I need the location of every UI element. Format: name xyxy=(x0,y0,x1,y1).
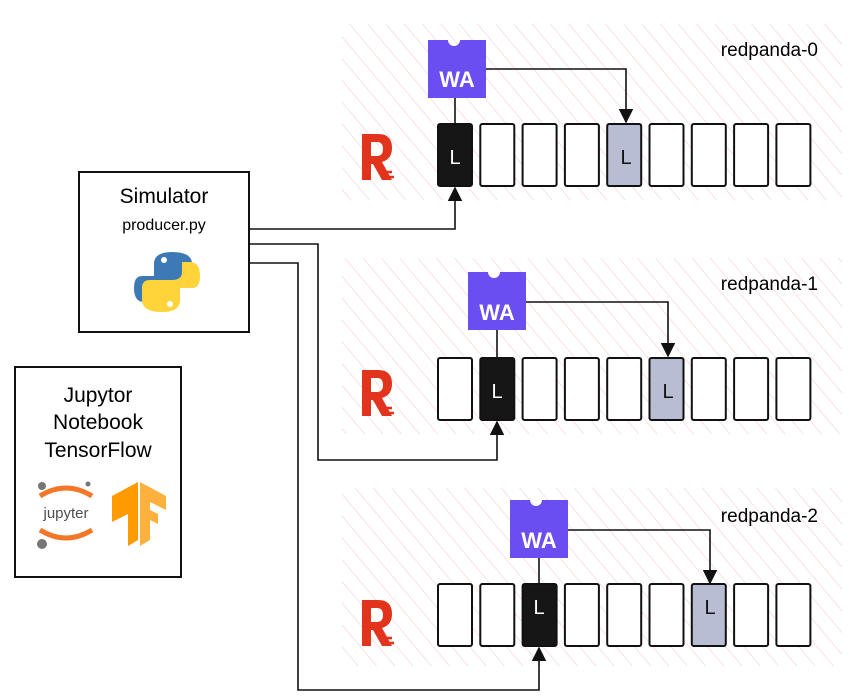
log-segment xyxy=(733,583,770,647)
wa-label: WA xyxy=(521,528,557,553)
node-name: redpanda-1 xyxy=(721,274,818,295)
log-segment xyxy=(479,123,516,187)
log-segment xyxy=(437,583,473,647)
replication-arrow xyxy=(526,301,676,358)
produce-connector-2 xyxy=(249,262,547,691)
log-segment xyxy=(733,357,770,421)
follower-segment xyxy=(606,123,643,187)
jupyter-wordmark: jupyter xyxy=(42,505,88,522)
simulator-title: Simulator xyxy=(120,185,209,208)
produce-connector-0 xyxy=(249,186,463,230)
notebook-line-1: Jupytor xyxy=(64,384,133,407)
node-name: redpanda-0 xyxy=(721,40,818,61)
log-segment xyxy=(775,357,812,421)
simulator-subtitle: producer.py xyxy=(122,217,206,234)
log-segments xyxy=(437,583,812,647)
log-segment xyxy=(648,583,685,647)
log-segments xyxy=(437,357,812,421)
wa-chip: WA xyxy=(468,272,526,330)
log-segment xyxy=(775,123,812,187)
replication-arrow xyxy=(568,529,718,585)
log-segment xyxy=(690,123,727,187)
wa-label: WA xyxy=(439,67,475,92)
notebook-line-3: TensorFlow xyxy=(44,439,152,462)
log-segment xyxy=(521,123,558,187)
simulator-box: Simulator producer.py xyxy=(78,171,250,333)
log-segment xyxy=(563,123,600,187)
follower-label: L xyxy=(662,381,673,403)
notebook-line-2: Notebook xyxy=(53,411,143,434)
redpanda-logo-icon xyxy=(362,600,394,646)
log-segment xyxy=(563,583,600,647)
log-segment xyxy=(606,357,643,421)
notebook-box: Jupytor Notebook TensorFlow jupyter xyxy=(14,366,182,578)
log-segment xyxy=(606,583,643,647)
wa-label: WA xyxy=(479,300,515,325)
log-segment xyxy=(648,123,685,187)
log-segment xyxy=(563,357,600,421)
follower-segment xyxy=(648,357,685,421)
python-logo-icon xyxy=(134,252,200,312)
log-segment xyxy=(521,357,558,421)
follower-label: L xyxy=(704,597,715,619)
redpanda-logo-icon xyxy=(362,134,394,180)
log-segment xyxy=(733,123,770,187)
log-segment xyxy=(437,357,473,421)
leader-label: L xyxy=(449,147,460,169)
log-segment xyxy=(479,583,516,647)
tensorflow-logo-icon xyxy=(112,482,166,546)
replication-arrow xyxy=(486,68,634,124)
follower-label: L xyxy=(620,147,631,169)
node-name: redpanda-2 xyxy=(721,506,818,527)
redpanda-logo-icon xyxy=(362,370,394,416)
wa-chip: WA xyxy=(510,500,568,558)
log-segment xyxy=(775,583,812,647)
produce-connector-1 xyxy=(249,243,505,461)
leader-label: L xyxy=(491,381,502,403)
leader-label: L xyxy=(533,597,544,619)
log-segments xyxy=(437,123,812,187)
jupyter-logo-icon: jupyter xyxy=(37,481,94,549)
wa-chip: WA xyxy=(428,40,486,98)
log-segment xyxy=(690,357,727,421)
